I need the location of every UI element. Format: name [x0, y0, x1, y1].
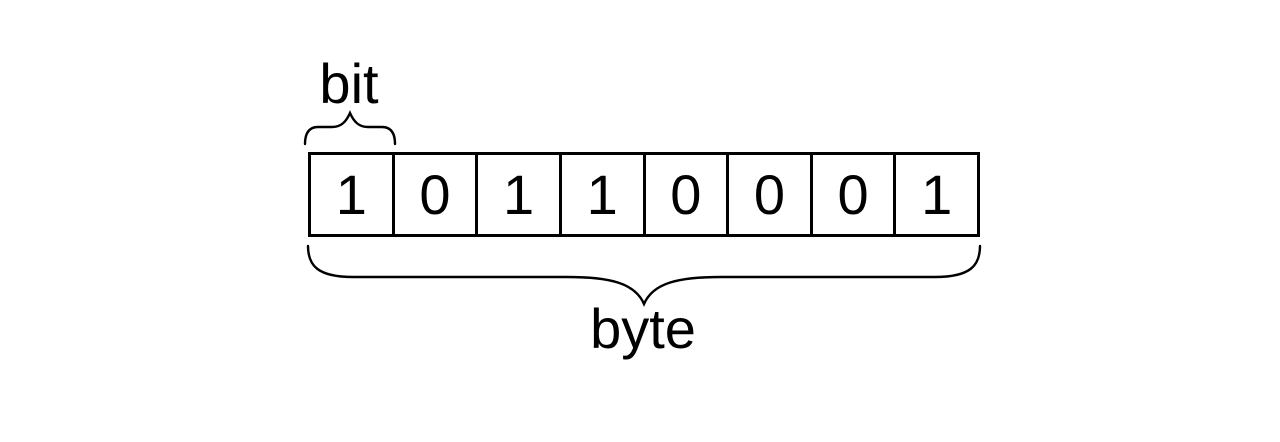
bit-cell: 0	[809, 155, 894, 234]
bit-cell: 0	[726, 155, 810, 234]
bit-label: bit	[319, 52, 379, 115]
bit-cell: 0	[391, 155, 476, 234]
bit-cell: 1	[558, 155, 643, 234]
bit-cell: 1	[475, 155, 559, 234]
bit-cell: 1	[335, 162, 367, 226]
byte-brace-icon	[306, 244, 982, 308]
bit-cell: 1	[893, 155, 977, 234]
bit-cell: 0	[642, 155, 727, 234]
byte-label: byte	[590, 297, 696, 360]
byte-row: 1 0 1 1 0 0 0 1	[308, 152, 980, 237]
bit-brace-icon	[303, 110, 397, 146]
